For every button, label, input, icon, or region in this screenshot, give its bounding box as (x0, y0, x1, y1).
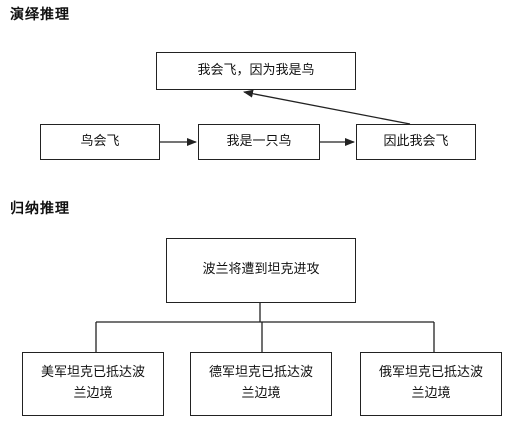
inductive-evidence-box: 德军坦克已抵达波兰边境 (190, 352, 332, 416)
inductive-conclusion-box: 波兰将遭到坦克进攻 (166, 238, 356, 303)
inductive-evidence-box: 俄军坦克已抵达波兰边境 (360, 352, 502, 416)
arrow-step3-to-conclusion (243, 89, 411, 125)
deductive-step-box: 我是一只鸟 (198, 124, 320, 160)
deductive-step-box: 鸟会飞 (40, 124, 160, 160)
deductive-conclusion-box: 我会飞，因为我是鸟 (156, 52, 356, 90)
deductive-step-box: 因此我会飞 (356, 124, 476, 160)
inductive-title: 归纳推理 (10, 201, 70, 217)
deductive-title: 演绎推理 (10, 7, 70, 23)
inductive-evidence-box: 美军坦克已抵达波兰边境 (22, 352, 164, 416)
